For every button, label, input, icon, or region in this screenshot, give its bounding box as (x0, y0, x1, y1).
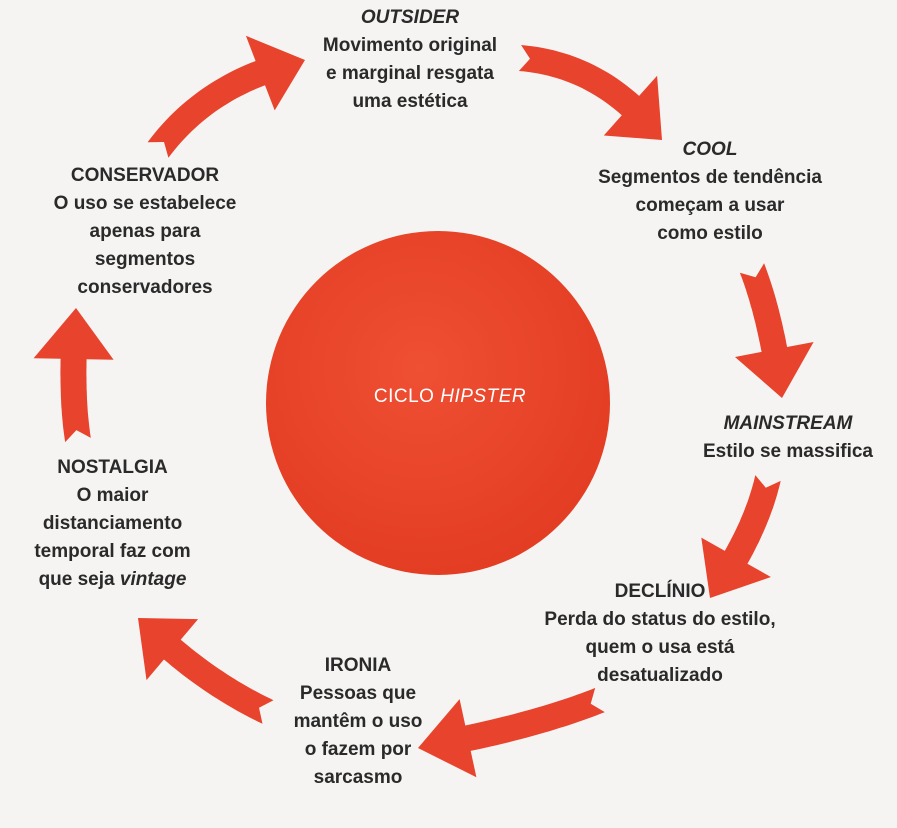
stage-desc-line: desatualizado (597, 665, 723, 686)
stage-desc-line: segmentos (94, 249, 196, 270)
stage-outsider: OUTSIDER Movimento original e marginal r… (295, 4, 525, 116)
stage-desc-line: e marginal resgata (326, 63, 494, 84)
stage-desc-line: Pessoas que (299, 683, 417, 704)
stage-title: COOL (682, 139, 738, 160)
stage-desc-line-last: que seja vintage (0, 566, 225, 594)
arrow-cool-to-mainstream (735, 263, 814, 398)
arrow-mainstream-to-declinio (701, 475, 781, 598)
stage-desc-line: o fazem por (304, 739, 412, 760)
stage-desc-text: que seja (38, 569, 120, 590)
stage-desc-line: quem o usa está (585, 637, 735, 658)
stage-title: MAINSTREAM (723, 413, 853, 434)
stage-desc-line: Perda do status do estilo, (544, 609, 776, 630)
stage-desc-line: uma estética (352, 91, 468, 112)
stage-desc-line: Segmentos de tendência (598, 167, 822, 188)
stage-desc-line: começam a usar (635, 195, 785, 216)
stage-desc-line: temporal faz com (34, 541, 191, 562)
arrow-nostalgia-to-conservador (33, 308, 114, 443)
stage-desc-line: conservadores (77, 277, 213, 298)
stage-desc-line: apenas para (89, 221, 201, 242)
stage-mainstream: MAINSTREAM Estilo se massifica (683, 410, 893, 466)
arrow-ironia-to-nostalgia (138, 618, 274, 724)
center-label-prefix: CICLO (373, 386, 435, 407)
stage-desc-line: O uso se estabelece (53, 193, 237, 214)
stage-desc-line: sarcasmo (313, 767, 403, 788)
stage-title: DECLÍNIO (614, 581, 706, 602)
stage-desc-line: Estilo se massifica (702, 441, 874, 462)
stage-title: NOSTALGIA (57, 457, 168, 478)
stage-title: OUTSIDER (360, 7, 460, 28)
stage-desc-line: Movimento original (322, 35, 498, 56)
stage-desc-line: O maior (76, 485, 149, 506)
stage-declinio: DECLÍNIO Perda do status do estilo, quem… (510, 578, 810, 690)
arrow-declinio-to-ironia (418, 687, 605, 778)
arrow-conservador-to-outsider (147, 35, 305, 158)
center-label-emph: HIPSTER (440, 386, 527, 407)
stage-conservador: CONSERVADOR O uso se estabelece apenas p… (20, 162, 270, 302)
arrow-outsider-to-cool (518, 45, 662, 140)
stage-ironia: IRONIA Pessoas que mantêm o uso o fazem … (263, 652, 453, 792)
stage-title: IRONIA (324, 655, 392, 676)
center-circle (266, 231, 610, 575)
stage-desc-line: distanciamento (42, 513, 183, 534)
stage-title: CONSERVADOR (70, 165, 220, 186)
stage-cool: COOL Segmentos de tendência começam a us… (565, 136, 855, 248)
stage-nostalgia: NOSTALGIA O maior distanciamento tempora… (0, 454, 225, 594)
stage-desc-emph: vintage (119, 569, 187, 590)
stage-desc-line: como estilo (657, 223, 763, 244)
center-label: CICLO HIPSTER (300, 386, 600, 408)
stage-desc-line: mantêm o uso (293, 711, 423, 732)
